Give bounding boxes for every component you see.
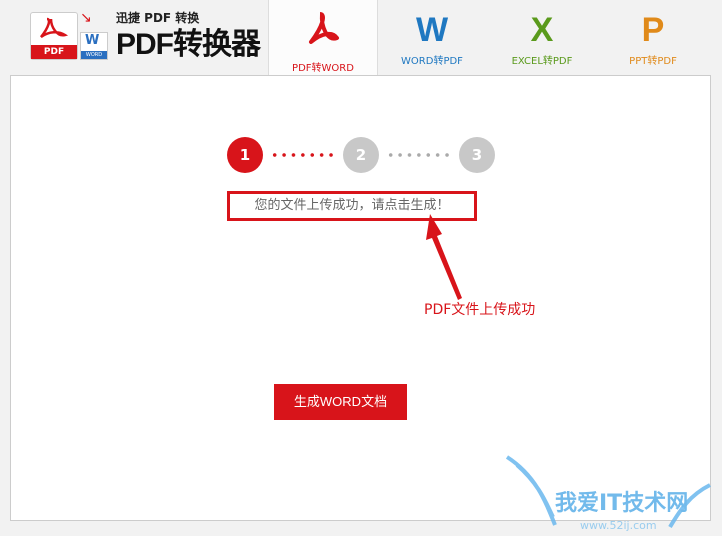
tab-ppt-to-pdf[interactable]: P PPT转PDF [598,0,708,75]
app-subtitle: 迅捷 PDF 转换 [116,11,200,25]
generate-word-button[interactable]: 生成WORD文档 [274,384,407,420]
callout-arrow-icon [426,214,462,300]
excel-icon: X [530,11,554,49]
svg-text:www.52ij.com: www.52ij.com [580,519,657,532]
arrow-icon: ↘ [80,10,92,26]
watermark-logo: 我爱IT技术网 www.52ij.com [505,455,720,532]
pdf-file-icon: PDF [30,12,78,60]
word-file-icon: W WORD [80,32,108,60]
step-2: 2 [343,137,379,173]
callout-label: PDF文件上传成功 [424,302,536,318]
app-logo: PDF ↘ W WORD 迅捷 PDF 转换 PDF转换器 [30,10,266,64]
app-title: PDF转换器 [116,28,261,61]
svg-text:我爱IT技术网: 我爱IT技术网 [555,491,688,516]
ppt-icon: P [641,11,665,49]
step-connector [270,153,336,157]
tab-word-to-pdf[interactable]: W WORD转PDF [377,0,487,75]
step-3: 3 [459,137,495,173]
upload-success-message: 您的文件上传成功，请点击生成！ [227,191,477,221]
word-icon: W [415,11,449,49]
step-1: 1 [227,137,263,173]
pdf-acrobat-icon [269,10,377,57]
step-connector [386,153,452,157]
tab-pdf-to-word[interactable]: PDF转WORD [268,0,378,76]
header: PDF ↘ W WORD 迅捷 PDF 转换 PDF转换器 PDF转WORD W… [0,0,722,76]
tab-excel-to-pdf[interactable]: X EXCEL转PDF [487,0,597,75]
